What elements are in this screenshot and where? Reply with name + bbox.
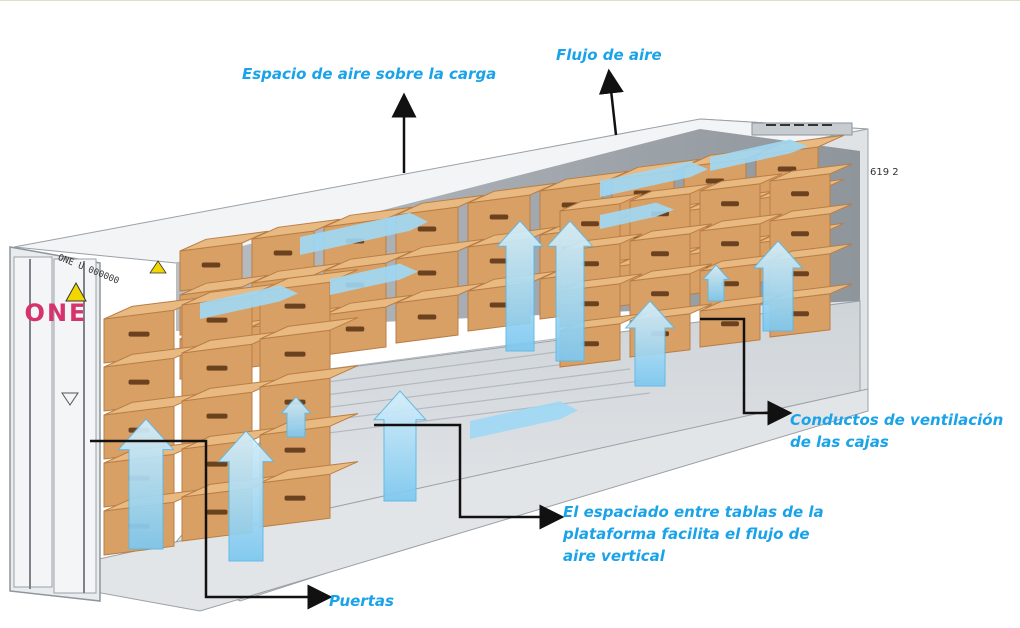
airflow-up-arrow [624,300,676,387]
label-pallet-spacing-line-2: plataforma facilita el flujo de [563,525,810,543]
cargo-box [629,223,713,278]
cargo-box [181,331,281,398]
airflow-up-arrow [372,390,428,502]
airflow-up-arrow [280,396,312,438]
label-box-vents: Conductos de ventilación de las cajas [790,409,1003,453]
cargo-box [103,345,203,412]
cargo-box [323,294,413,356]
airflow-top-arrow [330,263,418,295]
cargo-box [769,203,853,258]
cargo-box [103,297,203,364]
cargo-boxes [103,134,853,556]
airflow-top-arrow [300,212,428,255]
leader-box-vents [700,317,793,426]
callout-lines [90,68,793,610]
airflow-top-arrow [710,139,808,171]
rear-number: 619 2 [870,167,899,178]
cargo-box [395,238,485,300]
airflow-top-arrow [600,202,674,229]
label-pallet-spacing-line-3: aire vertical [563,547,665,565]
cargo-box [181,379,281,446]
label-doors: Puertas [329,592,394,610]
airflow-up-arrow [752,240,804,332]
airflow-up-arrow [701,264,731,302]
cargo-box [251,218,341,280]
warning-triangle-outline-icon [61,392,79,406]
airflow-up-arrow [117,418,175,550]
leader-pallet-spacing [374,423,565,530]
cargo-box [769,163,853,218]
airflow-top-arrow [200,285,298,319]
airflow-up-arrow [496,220,544,352]
cargo-box [259,461,359,528]
leader-air-flow [598,68,624,136]
door-panel-right [53,258,97,594]
airflow-top-arrow [470,401,578,439]
label-pallet-spacing: El espaciado entre tablas de la platafor… [563,501,824,567]
cargo-box [699,173,783,228]
leader-doors [90,439,333,610]
cargo-box [395,282,485,344]
label-box-vents-line-2: de las cajas [790,433,889,451]
cargo-box [259,317,359,384]
airflow-top-arrow [600,161,708,197]
label-air-space: Espacio de aire sobre la carga [242,65,497,83]
airflow-up-arrow [217,430,275,562]
label-pallet-spacing-line-1: El espaciado entre tablas de la [563,503,824,521]
label-box-vents-line-1: Conductos de ventilación [790,411,1004,429]
airflow-arrows [117,139,808,562]
roof-warning-icon [149,260,167,274]
door-panel-left [13,256,53,588]
airflow-up-arrow [546,220,594,362]
label-air-flow: Flujo de aire [556,46,662,64]
brand-logo: ONE [24,299,88,327]
warning-triangle-icon [65,281,87,302]
